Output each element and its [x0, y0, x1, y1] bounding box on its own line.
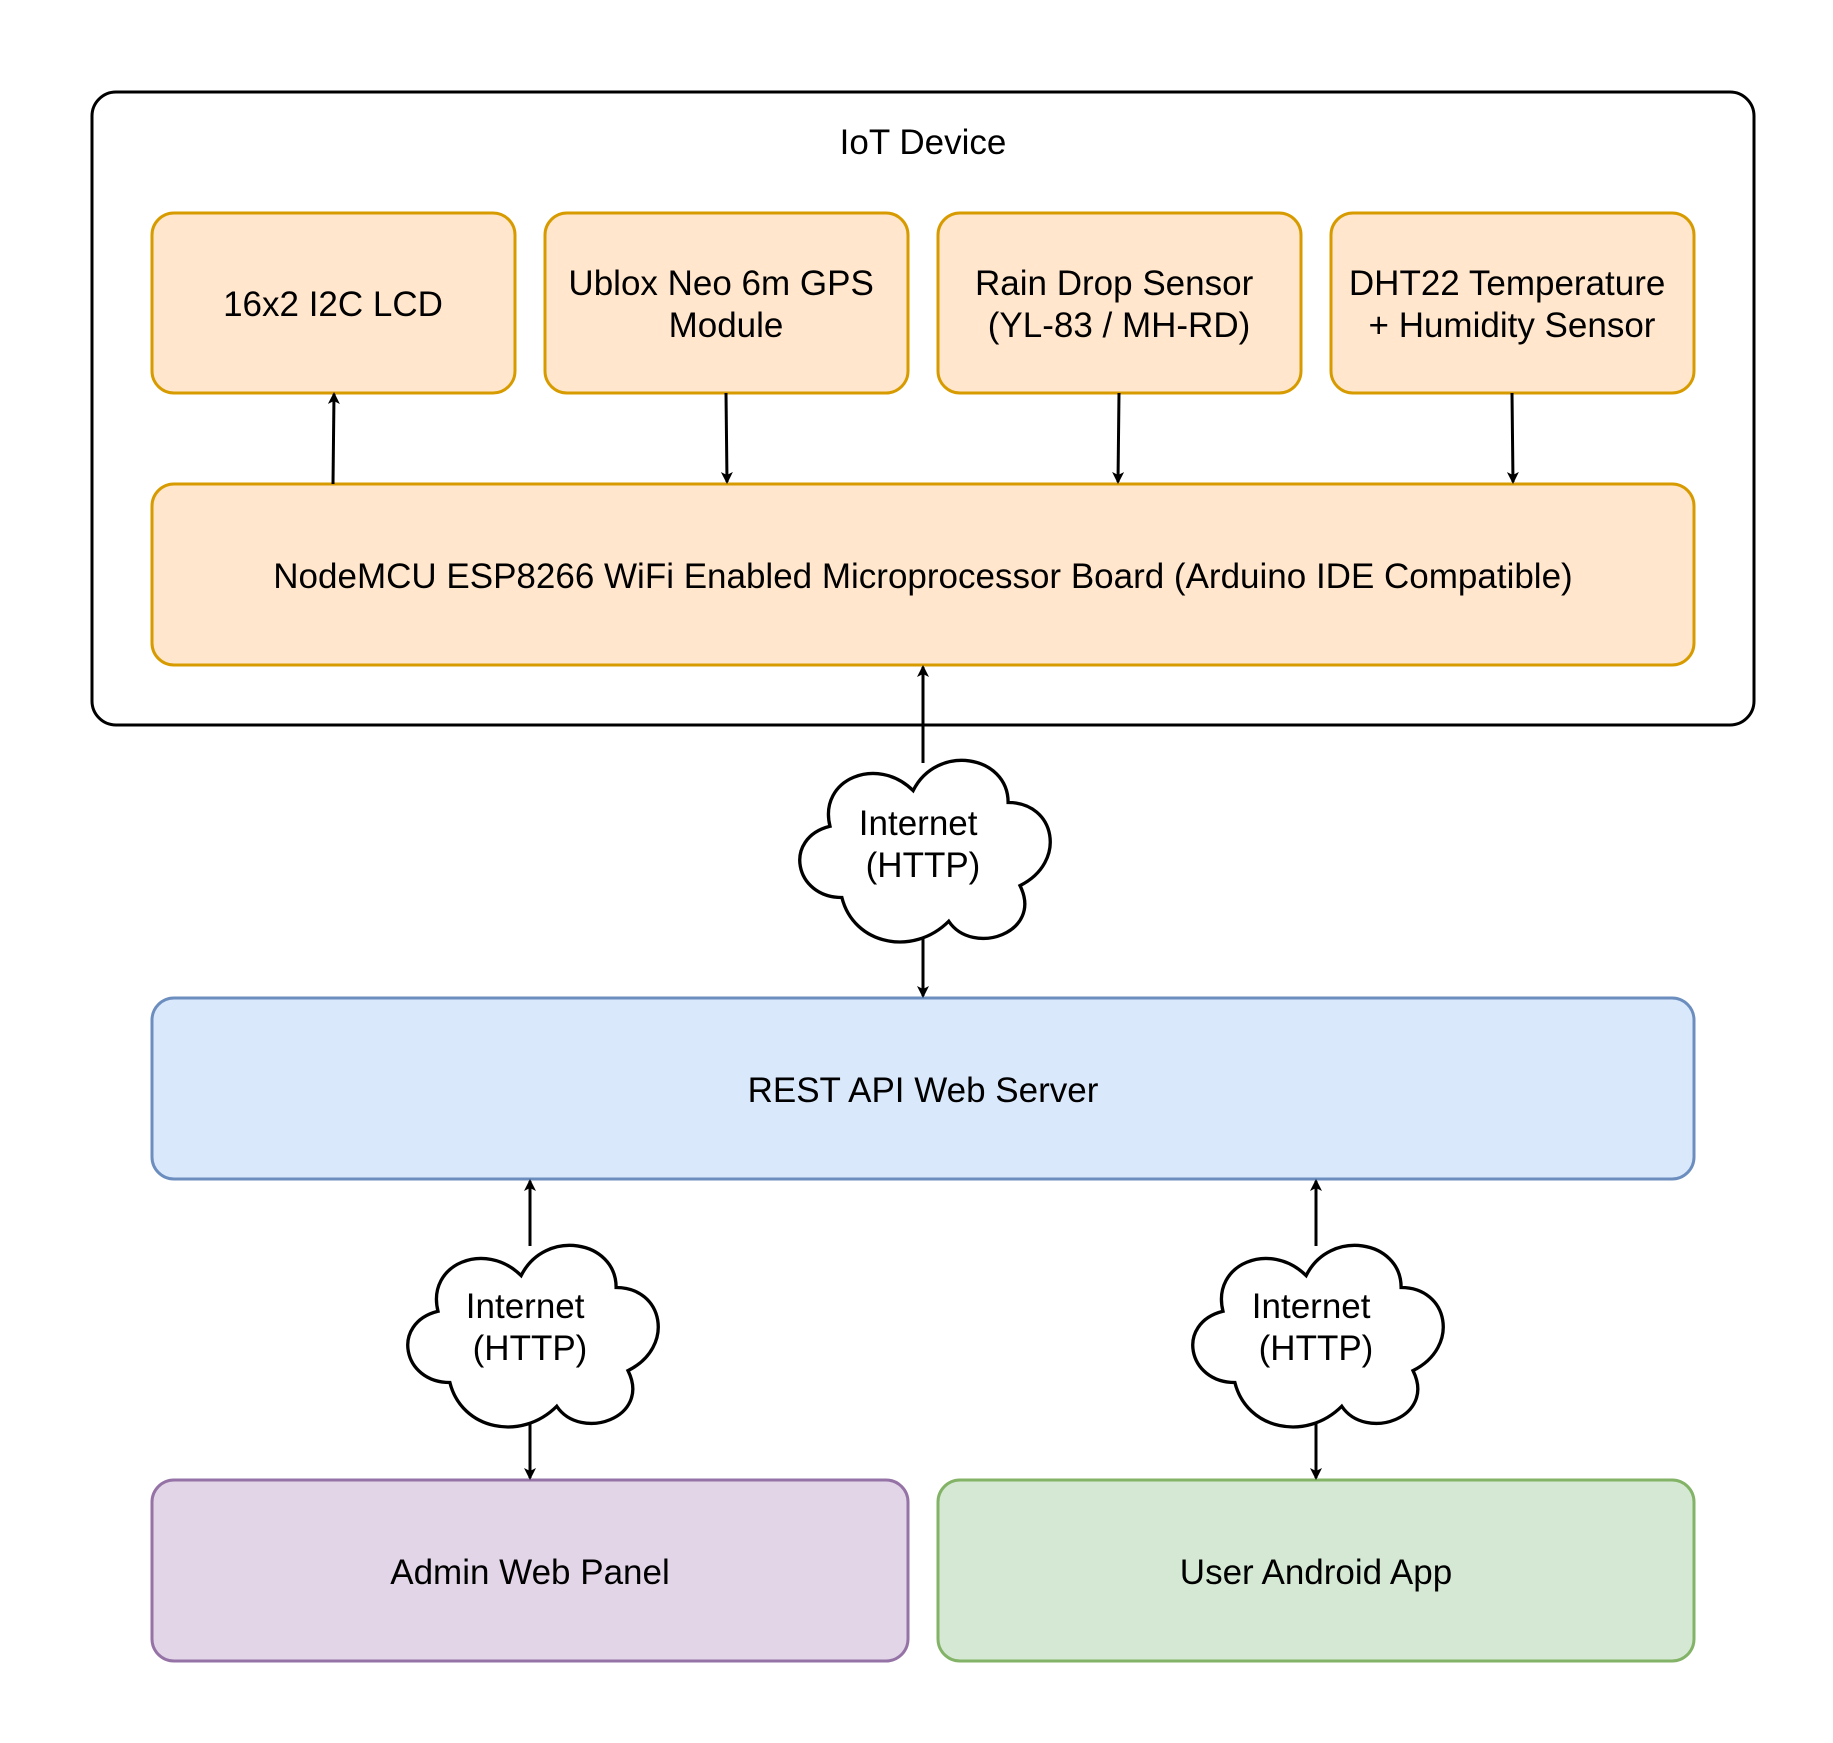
cloud-right-label: Internet (HTTP) — [1252, 1287, 1380, 1368]
cloud-top-label-line-2: (HTTP) — [866, 846, 981, 885]
server-label-line-1: REST API Web Server — [748, 1071, 1099, 1110]
admin-panel-box[interactable]: Admin Web Panel — [150, 1478, 910, 1663]
cloud-right-label-line-1: Internet — [1252, 1287, 1371, 1326]
rain-sensor-box[interactable]: Rain Drop Sensor (YL-83 / MH-RD) — [936, 211, 1303, 395]
arrow-mcu-to-lcd — [327, 392, 340, 485]
internet-cloud-left: Internet (HTTP) — [406, 1243, 660, 1429]
internet-cloud-right: Internet (HTTP) — [1191, 1243, 1445, 1429]
cloud-left-label: Internet (HTTP) — [466, 1287, 594, 1368]
dht-sensor-label: DHT22 Temperature + Humidity Sensor — [1349, 264, 1675, 345]
lcd-box[interactable]: 16x2 I2C LCD — [150, 211, 517, 395]
arrow-rain-to-mcu — [1112, 392, 1125, 484]
lcd-label-line-1: 16x2 I2C LCD — [223, 285, 443, 324]
admin-panel-label-line-1: Admin Web Panel — [390, 1553, 670, 1592]
mcu-label-line-1: NodeMCU ESP8266 WiFi Enabled Microproces… — [273, 557, 1572, 596]
gps-label-line-1: Ublox Neo 6m GPS — [568, 264, 873, 303]
arrow-gps-to-mcu — [720, 392, 733, 484]
android-app-box[interactable]: User Android App — [936, 1478, 1696, 1663]
server-label: REST API Web Server — [748, 1071, 1099, 1110]
cloud-top-label-line-1: Internet — [859, 804, 978, 843]
lcd-label: 16x2 I2C LCD — [223, 285, 443, 324]
dht-sensor-box[interactable]: DHT22 Temperature + Humidity Sensor — [1329, 211, 1696, 395]
rain-sensor-label-line-1: Rain Drop Sensor — [975, 264, 1254, 303]
mcu-box[interactable]: NodeMCU ESP8266 WiFi Enabled Microproces… — [150, 482, 1696, 667]
gps-label: Ublox Neo 6m GPS Module — [568, 264, 883, 345]
iot-device-label: IoT Device — [840, 123, 1007, 162]
android-app-rect — [936, 1478, 1696, 1663]
internet-cloud-top: Internet (HTTP) — [798, 758, 1052, 944]
server-rect — [150, 996, 1696, 1181]
connectors — [327, 392, 1519, 1480]
gps-rect — [543, 211, 910, 395]
rain-sensor-label: Rain Drop Sensor (YL-83 / MH-RD) — [975, 264, 1263, 345]
android-app-label-line-1: User Android App — [1180, 1553, 1452, 1592]
rain-sensor-rect — [936, 211, 1303, 395]
admin-panel-label: Admin Web Panel — [390, 1553, 670, 1592]
dht-sensor-label-line-2: + Humidity Sensor — [1369, 306, 1656, 345]
cloud-top-label: Internet (HTTP) — [859, 804, 987, 885]
server-box[interactable]: REST API Web Server — [150, 996, 1696, 1181]
cloud-left-label-line-2: (HTTP) — [473, 1329, 588, 1368]
android-app-label: User Android App — [1180, 1553, 1452, 1592]
cloud-right-label-line-2: (HTTP) — [1259, 1329, 1374, 1368]
dht-sensor-rect — [1329, 211, 1696, 395]
gps-label-line-2: Module — [669, 306, 784, 345]
rain-sensor-label-line-2: (YL-83 / MH-RD) — [988, 306, 1251, 345]
admin-panel-rect — [150, 1478, 910, 1663]
mcu-label: NodeMCU ESP8266 WiFi Enabled Microproces… — [273, 557, 1572, 596]
dht-sensor-label-line-1: DHT22 Temperature — [1349, 264, 1665, 303]
arrow-dht-to-mcu — [1506, 392, 1519, 484]
cloud-left-label-line-1: Internet — [466, 1287, 585, 1326]
gps-box[interactable]: Ublox Neo 6m GPS Module — [543, 211, 910, 395]
